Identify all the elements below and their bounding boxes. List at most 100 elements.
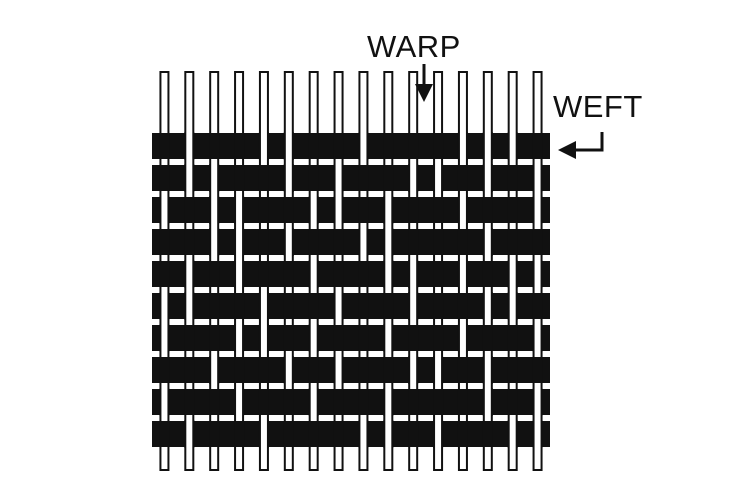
warp-over-cell [409, 260, 418, 288]
weft-over-cell [234, 133, 245, 159]
warp-over-cell [384, 324, 393, 352]
weft-label: WEFT [553, 89, 643, 124]
weft-over-cell [408, 421, 419, 447]
weft-over-cell [258, 357, 269, 383]
warp-over-cell [384, 196, 393, 224]
weft-over-cell [308, 229, 319, 255]
weft-over-cell [333, 421, 344, 447]
warp-over-cell [284, 164, 293, 192]
weft-over-cell [258, 229, 269, 255]
warp-over-cell [384, 228, 393, 256]
warp-over-cell [160, 292, 169, 320]
weft-over-cell [209, 325, 220, 351]
weft-over-cell [433, 133, 444, 159]
warp-over-cell [533, 420, 542, 448]
warp-over-cell [210, 228, 219, 256]
warp-over-cell [508, 260, 517, 288]
weft-over-cell [184, 229, 195, 255]
weft-over-cell [457, 389, 468, 415]
arrows [415, 64, 604, 159]
warp-over-cell [483, 292, 492, 320]
warp-over-cell [284, 356, 293, 384]
weft-over-cell [333, 261, 344, 287]
weft-over-cell [433, 197, 444, 223]
warp-over-cell [483, 228, 492, 256]
warp-over-cell [533, 164, 542, 192]
warp-over-cell [409, 292, 418, 320]
warp-over-cell [384, 388, 393, 416]
weft-over-cell [482, 325, 493, 351]
weft-over-cell [209, 421, 220, 447]
warp-over-cell [235, 388, 244, 416]
warp-over-cell [259, 420, 268, 448]
weft-over-cell [532, 229, 543, 255]
warp-over-cell [185, 260, 194, 288]
weft-over-cell [258, 261, 269, 287]
weft-over-cell [159, 165, 170, 191]
weft-over-cell [333, 389, 344, 415]
weft-over-cell [457, 165, 468, 191]
warp-over-cell [210, 164, 219, 192]
warp-over-cell [508, 420, 517, 448]
weft-over-cell [507, 197, 518, 223]
warp-over-cell [483, 388, 492, 416]
weft-over-cell [358, 165, 369, 191]
warp-over-cell [334, 292, 343, 320]
weft-over-cell [308, 133, 319, 159]
warp-over-cell [533, 324, 542, 352]
weft-over-cell [358, 293, 369, 319]
weft-over-cell [209, 133, 220, 159]
warp-over-cell [210, 196, 219, 224]
warp-over-cell [533, 388, 542, 416]
warp-over-cell [458, 196, 467, 224]
warp-over-cell [309, 260, 318, 288]
weft-over-cell [358, 357, 369, 383]
weft-over-cell [159, 229, 170, 255]
warp-over-cell [359, 420, 368, 448]
weft-over-cell [383, 293, 394, 319]
weft-over-cell [433, 261, 444, 287]
weft-over-cell [209, 389, 220, 415]
weft-over-cell [507, 389, 518, 415]
weft-arrow-shaft [572, 132, 604, 152]
warp-over-cell [235, 196, 244, 224]
weft-over-cell [358, 197, 369, 223]
warp-over-cell [359, 132, 368, 160]
weft-over-cell [482, 261, 493, 287]
weft-over-cell [358, 325, 369, 351]
warp-over-cell [384, 420, 393, 448]
warp-over-cell [235, 228, 244, 256]
warp-over-cell [185, 132, 194, 160]
warp-over-cell [185, 292, 194, 320]
warp-over-cell [309, 324, 318, 352]
weft-over-cell [532, 293, 543, 319]
warp-arrow-head-icon [415, 84, 433, 102]
warp-over-cell [185, 420, 194, 448]
warp-over-cell [409, 164, 418, 192]
warp-over-cell [334, 196, 343, 224]
weft-over-cell [283, 389, 294, 415]
warp-over-cell [483, 356, 492, 384]
warp-over-cell [309, 196, 318, 224]
weft-over-cell [507, 229, 518, 255]
weft-over-cell [308, 293, 319, 319]
weft-over-cell [283, 261, 294, 287]
weft-over-cell [258, 165, 269, 191]
weft-over-cell [159, 421, 170, 447]
warp-threads [159, 71, 543, 471]
warp-over-cell [533, 196, 542, 224]
warp-over-cell [409, 356, 418, 384]
warp-over-cell [160, 388, 169, 416]
warp-over-cell [160, 324, 169, 352]
weft-arrow-head-icon [558, 141, 576, 159]
weft-over-cell [433, 325, 444, 351]
weft-over-cell [283, 293, 294, 319]
weft-over-cell [457, 229, 468, 255]
weft-over-cell [507, 325, 518, 351]
warp-over-cell [210, 356, 219, 384]
weft-over-cell [433, 229, 444, 255]
warp-over-cell [458, 324, 467, 352]
warp-over-cell [284, 228, 293, 256]
weft-over-cell [258, 197, 269, 223]
